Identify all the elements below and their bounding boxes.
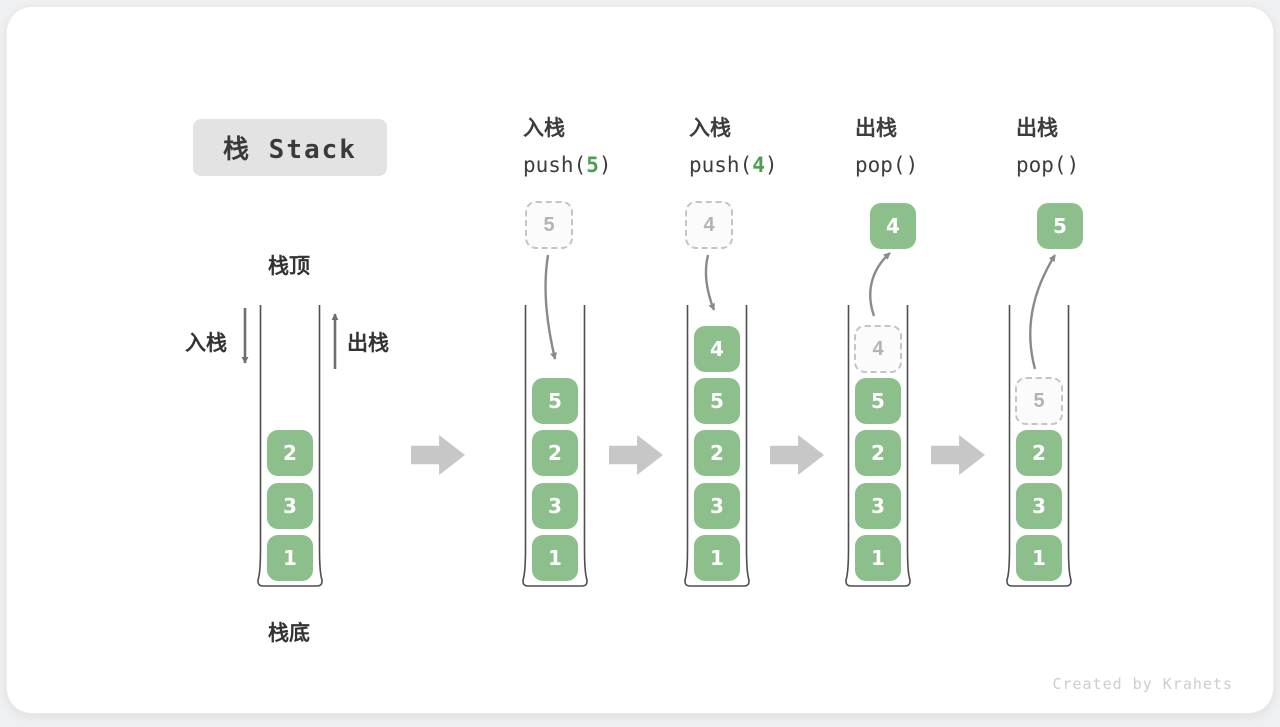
op-call: pop() [855,153,919,177]
stack-element: 3 [694,483,740,529]
pop-side-label: 出栈 [347,332,389,355]
next-step-arrow-icon [411,435,465,475]
next-step-arrow-icon [931,435,985,475]
stack-element: 1 [267,535,313,581]
op-call: push(5) [523,153,612,177]
stack-bottom-label: 栈底 [268,622,310,645]
stack-element: 1 [532,535,578,581]
push-4-arrow [704,254,716,311]
op-header-pop-4: 出栈 pop() [855,111,1005,183]
stack-element: 5 [694,378,740,424]
op-label: 入栈 [689,117,731,140]
op-label: 出栈 [855,117,897,140]
popped-ghost-box: 4 [854,325,902,373]
stack-element: 2 [694,430,740,476]
stack-element: 4 [694,326,740,372]
stack-container-3 [684,305,750,587]
op-label: 入栈 [523,117,565,140]
next-step-arrow-icon [609,435,663,475]
op-arg: 4 [752,153,765,177]
op-header-push-5: 入栈 push(5) [523,111,673,183]
incoming-value-box: 5 [525,201,573,249]
stack-element: 2 [532,430,578,476]
stack-element: 1 [694,535,740,581]
stack-container-2 [522,305,588,587]
stack-element: 2 [267,430,313,476]
incoming-value-box: 4 [685,201,733,249]
op-arg: 5 [586,153,599,177]
op-call: pop() [1016,153,1080,177]
push-side-label: 入栈 [185,332,227,355]
diagram-card: 栈 Stack 栈顶 栈底 入栈 出栈 入栈 push(5) 入栈 push(4… [6,6,1274,714]
diagram-title-label: 栈 Stack [223,135,357,165]
stack-container-5 [1006,305,1072,587]
popped-value-box: 4 [870,203,916,249]
stack-top-label: 栈顶 [268,255,310,278]
popped-value-box: 5 [1037,203,1083,249]
op-header-pop-5: 出栈 pop() [1016,111,1166,183]
watermark: Created by Krahets [1052,675,1233,693]
stack-container-1 [257,305,323,587]
stack-element: 1 [1016,535,1062,581]
op-call: push(4) [689,153,778,177]
stack-element: 2 [855,430,901,476]
stack-element: 3 [532,483,578,529]
stack-element: 1 [855,535,901,581]
stack-element: 5 [855,378,901,424]
stack-container-4 [845,305,911,587]
op-label: 出栈 [1016,117,1058,140]
diagram-title: 栈 Stack [193,119,387,176]
popped-ghost-box: 5 [1015,377,1063,425]
stack-element: 5 [532,378,578,424]
op-header-push-4: 入栈 push(4) [689,111,839,183]
stack-element: 2 [1016,430,1062,476]
stack-element: 3 [267,483,313,529]
next-step-arrow-icon [770,435,824,475]
stack-element: 3 [855,483,901,529]
stack-element: 3 [1016,483,1062,529]
